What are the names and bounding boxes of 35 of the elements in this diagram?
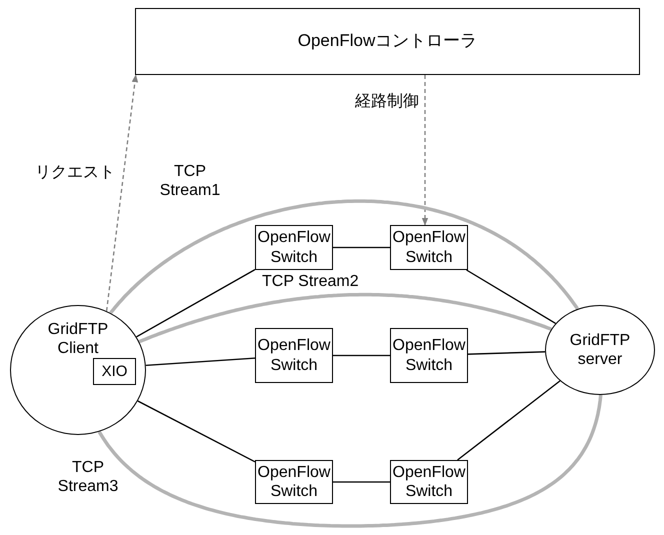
server-ellipse (545, 305, 655, 395)
client-ellipse (10, 305, 146, 435)
node-label: OpenFlow Switch (256, 228, 332, 267)
connector-line (333, 481, 390, 483)
stream-curve (109, 199, 580, 314)
node-label: OpenFlow Switch (392, 336, 466, 375)
connector-line (466, 269, 556, 324)
edge-label: リクエスト (35, 163, 115, 182)
controller-box (135, 8, 640, 75)
edge-label: TCP Stream3 (56, 458, 120, 496)
node-label: OpenFlow Switch (256, 462, 332, 502)
connector-line (457, 380, 560, 461)
connector-line (333, 354, 390, 356)
node-label: OpenFlow Switch (392, 462, 466, 502)
switch-box (255, 328, 333, 383)
dashed-arrow (422, 75, 428, 226)
connector-line (468, 351, 546, 355)
edge-label: TCP Stream2 (262, 272, 359, 292)
stream-curve (138, 292, 552, 344)
dashed-arrow (106, 74, 138, 312)
connector-line (138, 400, 256, 462)
stream-curve (98, 394, 602, 528)
node-label: OpenFlow Switch (392, 228, 466, 267)
connector-line (333, 246, 390, 248)
edge-label: 経路制御 (355, 92, 419, 112)
edge-label: TCP Stream1 (158, 162, 222, 200)
connector-line (146, 357, 256, 366)
connector-line (136, 269, 256, 338)
node-label: GridFTP Client (46, 320, 110, 358)
module-box (93, 358, 136, 385)
switch-box (390, 328, 468, 383)
node-label: GridFTP server (568, 330, 632, 370)
node-label: OpenFlow Switch (256, 336, 332, 375)
node-label: XIO (102, 362, 128, 380)
node-label: OpenFlowコントローラ (298, 31, 478, 52)
